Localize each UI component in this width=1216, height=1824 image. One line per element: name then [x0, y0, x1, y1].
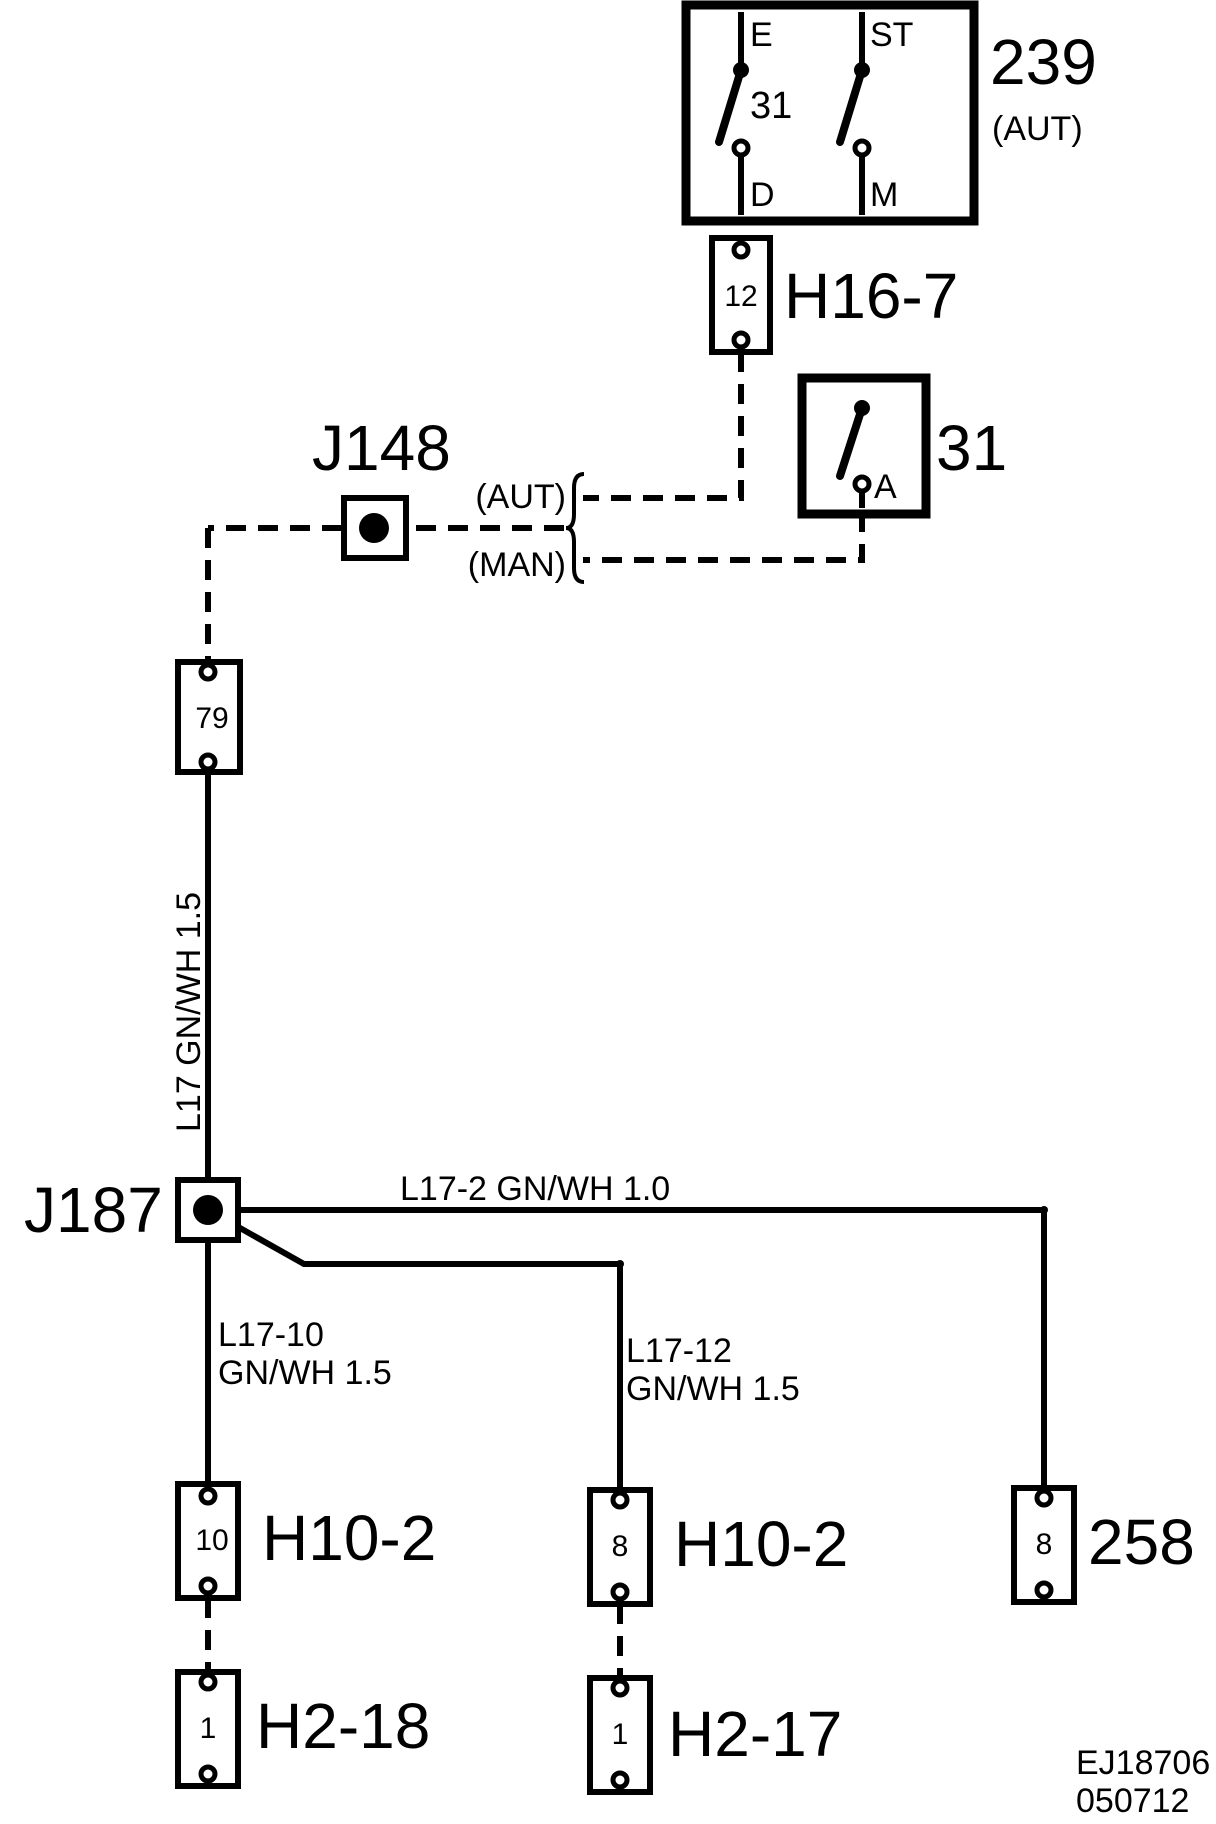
connector-258: 8: [1011, 1485, 1077, 1605]
pin-label-31: 31: [750, 85, 792, 127]
component-239-label: 239: [990, 26, 1097, 98]
wire-l17-12-code: L17-12: [626, 1332, 732, 1370]
connector-h10-2-pin8-terminal-bottom: [610, 1582, 630, 1602]
component-239: E ST 31 D M: [681, 0, 979, 226]
junction-j148: [341, 495, 409, 561]
connector-h2-17-pin: 1: [612, 1718, 629, 1751]
component-31-body: [797, 373, 931, 519]
connector-h2-17: 1: [587, 1675, 653, 1795]
switch-31-a-contact: [852, 474, 872, 494]
junction-j187-node: [193, 1195, 223, 1225]
connector-258-pin: 8: [1036, 1528, 1053, 1561]
component-258-label: 258: [1088, 1506, 1195, 1578]
connector-h2-18-terminal-bottom: [198, 1764, 218, 1784]
connector-79-terminal-top: [198, 662, 218, 682]
connector-79-terminal-bottom: [198, 752, 218, 772]
pin-label-e: E: [750, 16, 773, 54]
wire-l17-12-spec: GN/WH 1.5: [626, 1370, 800, 1408]
connector-h10-2-pin10-pin: 10: [195, 1524, 228, 1557]
connector-h10-2-pin10-terminal-bottom: [198, 1576, 218, 1596]
switch-239-m-contact: [852, 138, 872, 158]
junction-j187: [175, 1177, 241, 1243]
connector-h2-17-label: H2-17: [668, 1698, 842, 1770]
component-239-body: [681, 0, 979, 226]
connector-h10-2-pin10-terminal-top: [198, 1486, 218, 1506]
wire-l17-10-spec: GN/WH 1.5: [218, 1354, 392, 1392]
connector-h16-7-label: H16-7: [784, 260, 958, 332]
wire-l17-2-label: L17-2 GN/WH 1.0: [400, 1170, 670, 1208]
connector-h16-7-pin: 12: [724, 280, 757, 313]
connector-h2-18-pin: 1: [200, 1712, 217, 1745]
drawing-ref-code: EJ18706: [1076, 1744, 1210, 1782]
wire-aut-variant: [583, 352, 744, 501]
switch-31-blade: [836, 404, 866, 480]
pin-label-d: D: [750, 176, 775, 214]
connector-h2-18: 1: [175, 1669, 241, 1789]
drawing-ref-date: 050712: [1076, 1782, 1189, 1820]
connector-79: 79: [175, 659, 243, 775]
connector-h10-2-pin8-terminal-top: [610, 1490, 630, 1510]
component-31: A: [797, 373, 931, 519]
wire-l17-label: L17 GN/WH 1.5: [170, 892, 208, 1132]
junction-j148-label: J148: [312, 412, 451, 484]
junction-j187-label: J187: [24, 1174, 163, 1246]
connector-h2-18-label: H2-18: [256, 1690, 430, 1762]
variant-man-label: (MAN): [468, 546, 566, 584]
switch-239-st-blade: [836, 66, 866, 146]
pin-label-a: A: [874, 468, 897, 506]
junction-j148-node: [359, 513, 389, 543]
connector-h10-2-pin8-label: H10-2: [674, 1508, 848, 1580]
connector-h2-17-terminal-bottom: [610, 1770, 630, 1790]
connector-h2-17-terminal-top: [610, 1678, 630, 1698]
connector-h16-7-terminal-bottom: [731, 330, 751, 350]
switch-239-e-blade: [715, 66, 745, 146]
variant-aut-label: (AUT): [475, 478, 566, 516]
wire-l17-10-code: L17-10: [218, 1316, 324, 1354]
connector-258-terminal-bottom: [1034, 1580, 1054, 1600]
connector-h10-2-pin10-label: H10-2: [262, 1502, 436, 1574]
wire-l17-12: [203, 1205, 623, 1493]
connector-h10-2-pin10: 10: [175, 1481, 241, 1601]
wire-man-variant: [583, 512, 865, 563]
pin-label-m: M: [870, 176, 898, 214]
connector-h16-7-terminal-top: [731, 240, 751, 260]
connector-79-pin: 79: [195, 702, 228, 735]
connector-258-terminal-top: [1034, 1488, 1054, 1508]
pin-label-st: ST: [870, 16, 913, 54]
wire-l17-2-corner: [1040, 1206, 1048, 1214]
connector-h10-2-pin8-pin: 8: [612, 1530, 629, 1563]
wire-l17-12-corner: [616, 1260, 624, 1268]
component-31-label: 31: [936, 412, 1007, 484]
component-239-variant: (AUT): [992, 110, 1083, 148]
switch-239-d-contact: [731, 138, 751, 158]
connector-h10-2-pin8: 8: [587, 1487, 653, 1607]
connector-h16-7: 12: [709, 235, 773, 355]
connector-h2-18-terminal-top: [198, 1672, 218, 1692]
variant-brace: [565, 472, 585, 584]
